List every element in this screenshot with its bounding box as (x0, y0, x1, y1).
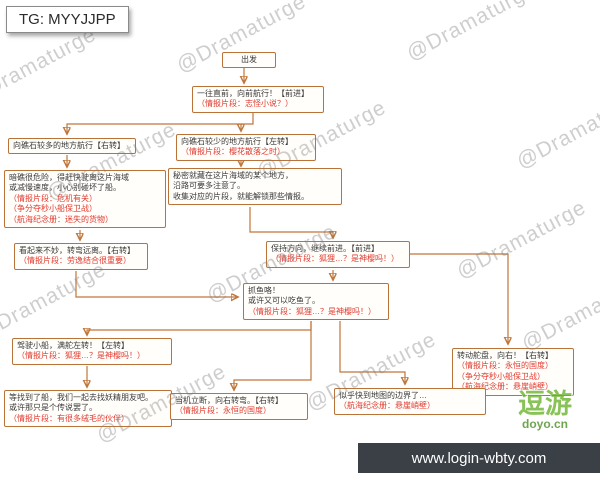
node-line: 等找到了船，我们一起去找妖精朋友吧。 (9, 393, 153, 402)
doyo-logo: 逗游 doyo.cn (518, 390, 572, 431)
node-line: 向礁石较多的地方航行【右转】 (13, 141, 125, 150)
node-line: （情报片段：狐狸…？是神樱吗！） (271, 254, 399, 264)
connector (87, 321, 312, 334)
footer-url-text: www.login-wbty.com (411, 449, 547, 467)
node-line: （情报片段：劳逸结合很重要） (19, 256, 131, 266)
node-line: 暗礁很危险，得赶快驶离这片海域 (9, 173, 129, 182)
node-line: （争分夺秒小船保卫战） (457, 371, 545, 381)
flow-node-reef-warning: 暗礁很危险，得赶快驶离这片海域 或减慢速度，小心别碰坏了船。 （情报片段：危机有… (4, 170, 166, 228)
node-line: （情报片段：樱花散落之时） (181, 147, 285, 157)
node-line: 沿路可要多注意了。 (173, 181, 245, 191)
connector (400, 253, 508, 343)
node-line: 秘密就藏在这片海域的某个地方， (173, 171, 293, 180)
flow-node-sail-forward: 一往直前，向前航行！【前进】 （情报片段：志怪小说？） (192, 86, 324, 113)
node-line: （情报片段：危机有关） (9, 193, 97, 203)
connector (339, 321, 405, 383)
node-line: 或许那只是个传说罢了。 (9, 403, 97, 413)
flow-node-fewer-reefs: 向礁石较少的地方航行【左转】 （情报片段：樱花散落之时） (176, 134, 316, 161)
node-line: 保持方向，继续前进。【前进】 (271, 244, 379, 253)
node-line: 驾驶小船，满舵左转！【左转】 (17, 341, 129, 350)
node-line: （情报片段：永恒的国度） (457, 361, 553, 371)
connector (75, 271, 237, 297)
node-line: （航海纪念册：迷失的货物） (9, 214, 113, 224)
node-line: 向礁石较少的地方航行【左转】 (181, 137, 293, 146)
node-line: 出发 (241, 55, 257, 64)
doyo-logo-text: 逗游 (518, 389, 572, 419)
flow-node-more-reefs: 向礁石较多的地方航行【右转】 (8, 138, 136, 155)
node-line: 看起来不妙，转弯远离。【右转】 (19, 246, 135, 255)
node-line: （航海纪念册：悬崖峭壁） (457, 382, 553, 392)
flow-node-depart: 出发 (222, 52, 276, 69)
flow-node-keep-forward: 保持方向，继续前进。【前进】 （情报片段：狐狸…？是神樱吗！） (266, 241, 410, 268)
node-line: 当机立断，向右转弯。【右转】 (175, 396, 283, 405)
connector (67, 113, 254, 133)
node-line: （情报片段：狐狸…？是神樱吗！） (17, 351, 145, 361)
node-line: （情报片段：狐狸…？是神樱吗！） (248, 306, 376, 316)
flow-node-hard-left: 驾驶小船，满舵左转！【左转】 （情报片段：狐狸…？是神樱吗！） (12, 338, 172, 365)
flow-node-hidden-secret: 秘密就藏在这片海域的某个地方， 沿路可要多注意了。 收集对应的片段，就能解锁那些… (168, 168, 342, 206)
node-line: 或许又可以吃鱼了。 (248, 296, 320, 306)
node-line: 似乎快到地图的边界了… (339, 391, 427, 400)
flow-node-catch-fish: 抓鱼咯！ 或许又可以吃鱼了。 （情报片段：狐狸…？是神樱吗！） (243, 283, 389, 321)
flow-node-decisive-right: 当机立断，向右转弯。【右转】 （情报片段：永恒的国度） (170, 393, 308, 420)
flow-node-wheel-right: 转动舵盘，向右！【右转】 （情报片段：永恒的国度） （争分夺秒小船保卫战） （航… (452, 348, 574, 396)
node-line: 收集对应的片段，就能解锁那些情报。 (173, 191, 309, 201)
doyo-logo-domain: doyo.cn (521, 417, 568, 432)
connector (234, 321, 312, 389)
node-line: 转动舵盘，向右！【右转】 (457, 351, 553, 360)
tg-handle-label: TG: MYYJJPP (6, 6, 129, 33)
node-line: （情报片段：志怪小说？） (197, 99, 293, 109)
node-line: 一往直前，向前航行！【前进】 (197, 89, 309, 98)
flow-node-map-edge: 似乎快到地图的边界了… （航海纪念册：悬崖峭壁） (334, 388, 486, 415)
footer-url-bar: www.login-wbty.com (358, 443, 600, 473)
node-line: （争分夺秒小船保卫战） (9, 204, 97, 214)
node-line: （航海纪念册：悬崖峭壁） (339, 401, 435, 411)
flow-node-fairy-friends: 等找到了船，我们一起去找妖精朋友吧。 或许那只是个传说罢了。 （情报片段：有很多… (4, 390, 172, 428)
node-line: 或减慢速度，小心别碰坏了船。 (9, 183, 121, 193)
flow-node-turn-away: 看起来不妙，转弯远离。【右转】 （情报片段：劳逸结合很重要） (14, 243, 148, 270)
node-line: （情报片段：永恒的国度） (175, 406, 271, 416)
node-line: 抓鱼咯！ (248, 286, 280, 295)
node-line: （情报片段：有很多绒毛的伙伴） (9, 413, 129, 423)
connector (249, 207, 333, 237)
